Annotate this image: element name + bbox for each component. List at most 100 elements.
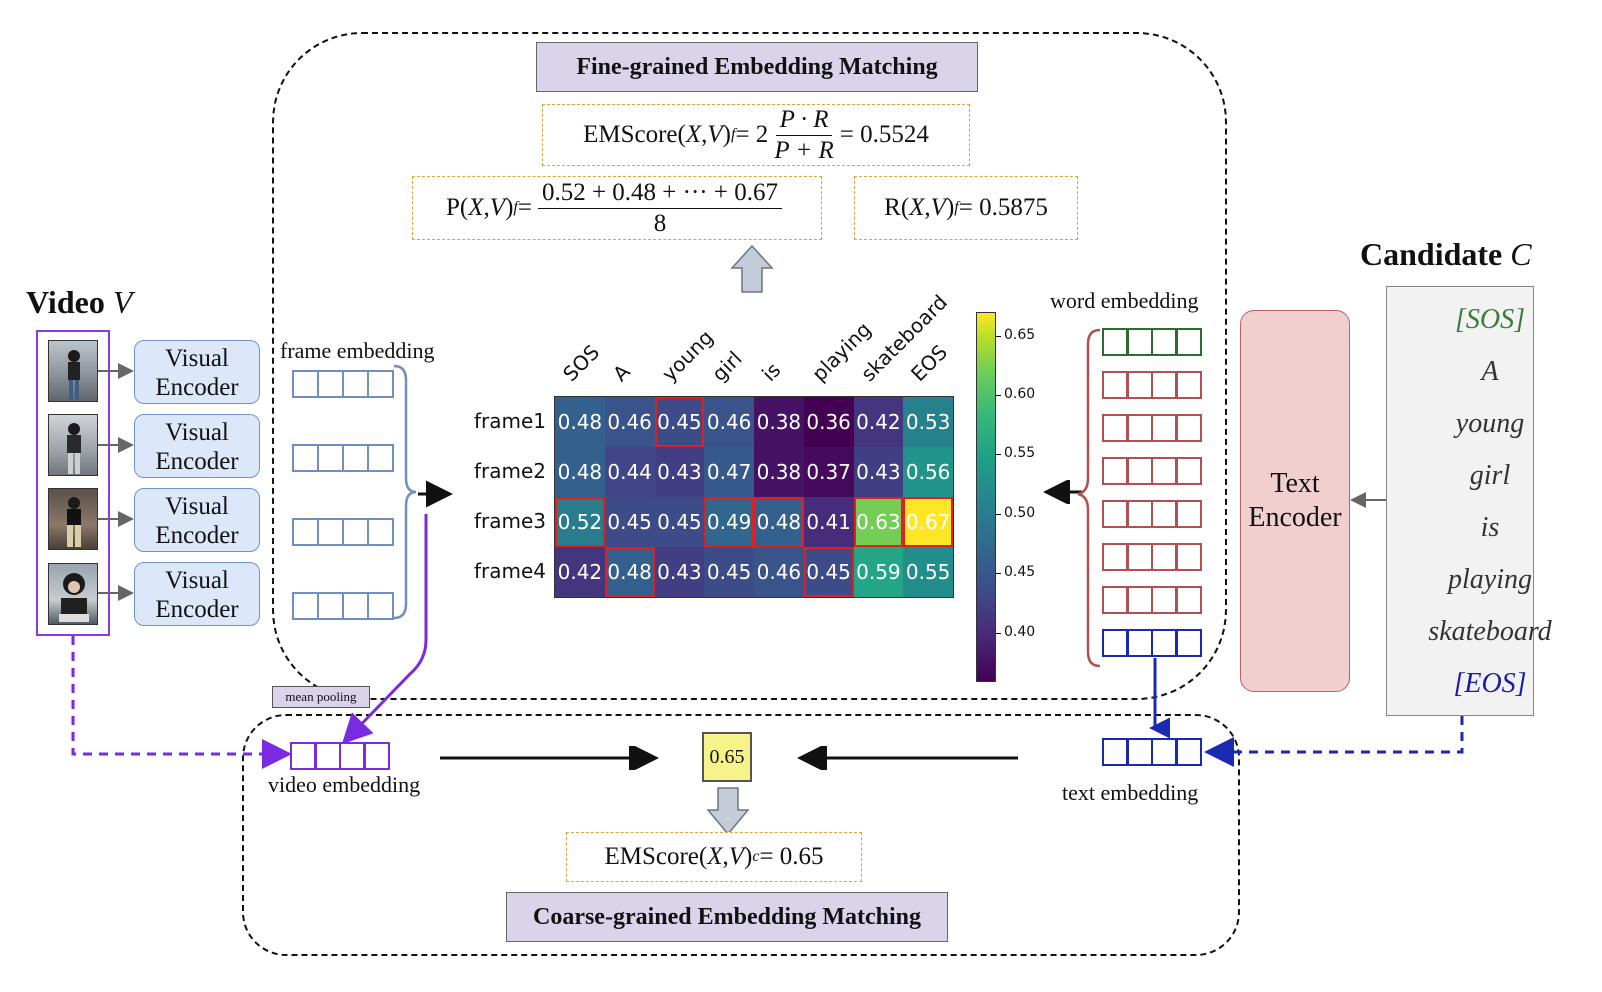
emscore-fine-result: = 0.5524 bbox=[839, 121, 929, 148]
colorbar-tick-label: 0.40 bbox=[1004, 623, 1036, 640]
word-embedding-label: word embedding bbox=[1050, 288, 1199, 313]
recall-v: V bbox=[930, 194, 946, 221]
heatmap-cell: 0.45 bbox=[604, 497, 655, 547]
candidate-word: [SOS] bbox=[1454, 304, 1525, 335]
heatmap-cell: 0.45 bbox=[803, 547, 854, 597]
visual-encoder-1-line2: Encoder bbox=[155, 374, 239, 401]
video-title-text: Video bbox=[26, 284, 105, 320]
heatmap-cell: 0.46 bbox=[704, 397, 754, 447]
heatmap-cell: 0.45 bbox=[654, 497, 705, 547]
heatmap-cell: 0.48 bbox=[555, 397, 605, 447]
emscore-fine-eq: = 2 bbox=[735, 121, 769, 148]
candidate-word: young bbox=[1455, 408, 1525, 439]
video-title: Video V bbox=[26, 284, 132, 321]
coarse-grained-region bbox=[242, 714, 1240, 956]
heatmap-cell: 0.43 bbox=[654, 547, 705, 597]
word-to-heatmap-arrow bbox=[1043, 480, 1082, 504]
down-block-arrow bbox=[706, 787, 750, 836]
emscore-fine-x: X bbox=[685, 121, 702, 148]
colorbar-tick-label: 0.60 bbox=[1004, 386, 1036, 403]
recall-formula: R(X, V)f = 0.5875 bbox=[854, 176, 1078, 240]
candidate-box bbox=[1386, 286, 1534, 716]
coarse-score-box: 0.65 bbox=[702, 732, 752, 782]
word-embedding-vector bbox=[1102, 500, 1202, 528]
emscore-fine-comma: , bbox=[701, 121, 708, 148]
visual-encoder-1-line1: Visual bbox=[165, 345, 229, 372]
heatmap-cell: 0.63 bbox=[853, 497, 904, 547]
emscore-coarse-x: X bbox=[707, 843, 723, 870]
candidate-to-encoder-arrow bbox=[1350, 492, 1386, 508]
video-frame-thumbnail-3 bbox=[48, 488, 98, 550]
candidate-title-text: Candidate bbox=[1360, 236, 1503, 272]
text-to-score-arrow bbox=[797, 746, 1018, 770]
heatmap-cell: 0.38 bbox=[754, 447, 804, 497]
colorbar-tick-mark bbox=[996, 573, 1001, 575]
emscore-fine-prefix: EMScore( bbox=[583, 121, 686, 148]
fine-grained-region bbox=[272, 32, 1227, 700]
heatmap-cell: 0.43 bbox=[853, 447, 904, 497]
frame-to-encoder-arrows bbox=[98, 363, 134, 601]
word-embedding-vector bbox=[1102, 328, 1202, 356]
word-embedding-vector bbox=[1102, 586, 1202, 614]
candidate-word: A bbox=[1481, 356, 1499, 387]
heatmap-row-label: frame2 bbox=[473, 459, 546, 483]
precision-v: V bbox=[489, 194, 506, 221]
mean-pooling-text: mean pooling bbox=[285, 689, 357, 704]
candidate-word: girl bbox=[1469, 460, 1511, 491]
heatmap-cell: 0.52 bbox=[555, 497, 605, 547]
coarse-grained-title-text: Coarse-grained Embedding Matching bbox=[532, 903, 921, 930]
colorbar-tick-label: 0.55 bbox=[1004, 445, 1036, 462]
colorbar-tick-mark bbox=[996, 335, 1001, 337]
text-embedding bbox=[1102, 738, 1202, 766]
colorbar-tick-label: 0.65 bbox=[1004, 326, 1036, 343]
recall-x: X bbox=[909, 194, 925, 221]
heatmap-cell: 0.47 bbox=[704, 447, 754, 497]
emscore-coarse-formula: EMScore(X, V)c = 0.65 bbox=[566, 832, 862, 882]
video-frame-thumbnail-4 bbox=[48, 563, 98, 625]
heatmap-cell: 0.45 bbox=[654, 397, 705, 447]
colorbar-tick-mark bbox=[996, 454, 1001, 456]
precision-den: 8 bbox=[653, 209, 667, 237]
heatmap-cell: 0.53 bbox=[903, 397, 953, 447]
video-dashed-path bbox=[71, 636, 292, 769]
precision-prefix: P( bbox=[446, 194, 469, 221]
emscore-fine-num: P · R bbox=[775, 105, 833, 136]
heatmap-colorbar bbox=[976, 312, 996, 682]
precision-x: X bbox=[468, 194, 484, 221]
precision-comma: , bbox=[483, 194, 490, 221]
video-embedding-label: video embedding bbox=[268, 772, 421, 797]
frame-embedding-1 bbox=[292, 370, 394, 398]
heatmap-cell: 0.45 bbox=[704, 547, 754, 597]
candidate-title: Candidate C bbox=[1360, 236, 1532, 273]
visual-encoder-4-line1: Visual bbox=[165, 567, 229, 594]
visual-encoder-3-line2: Encoder bbox=[155, 522, 239, 549]
text-encoder: Text Encoder bbox=[1240, 310, 1350, 692]
heatmap-cell: 0.41 bbox=[803, 497, 854, 547]
word-embedding-vector bbox=[1102, 543, 1202, 571]
frame-brace-and-pooling bbox=[393, 364, 453, 620]
coarse-score-value: 0.65 bbox=[709, 745, 745, 768]
visual-encoder-2-line2: Encoder bbox=[155, 448, 239, 475]
text-embedding-label: text embedding bbox=[1062, 780, 1199, 805]
heatmap-cell: 0.42 bbox=[853, 397, 904, 447]
mean-pooling-tag: mean pooling bbox=[272, 686, 370, 708]
word-brace bbox=[1077, 328, 1101, 668]
precision-close: ) bbox=[505, 194, 514, 221]
colorbar-tick-mark bbox=[996, 632, 1001, 634]
fine-grained-title-text: Fine-grained Embedding Matching bbox=[576, 53, 938, 80]
heatmap-cell: 0.44 bbox=[604, 447, 655, 497]
video-symbol: V bbox=[112, 284, 133, 320]
emscore-fine-den: P + R bbox=[774, 136, 834, 164]
recall-result: = 0.5875 bbox=[958, 194, 1048, 221]
text-encoder-line1: Text bbox=[1270, 468, 1320, 499]
heatmap-cell: 0.43 bbox=[654, 447, 705, 497]
precision-sub: f bbox=[513, 199, 518, 216]
emscore-coarse-result: = 0.65 bbox=[759, 843, 824, 870]
video-frame-thumbnail-2 bbox=[48, 414, 98, 476]
heatmap-cell: 0.38 bbox=[754, 397, 804, 447]
recall-sub: f bbox=[954, 199, 959, 216]
